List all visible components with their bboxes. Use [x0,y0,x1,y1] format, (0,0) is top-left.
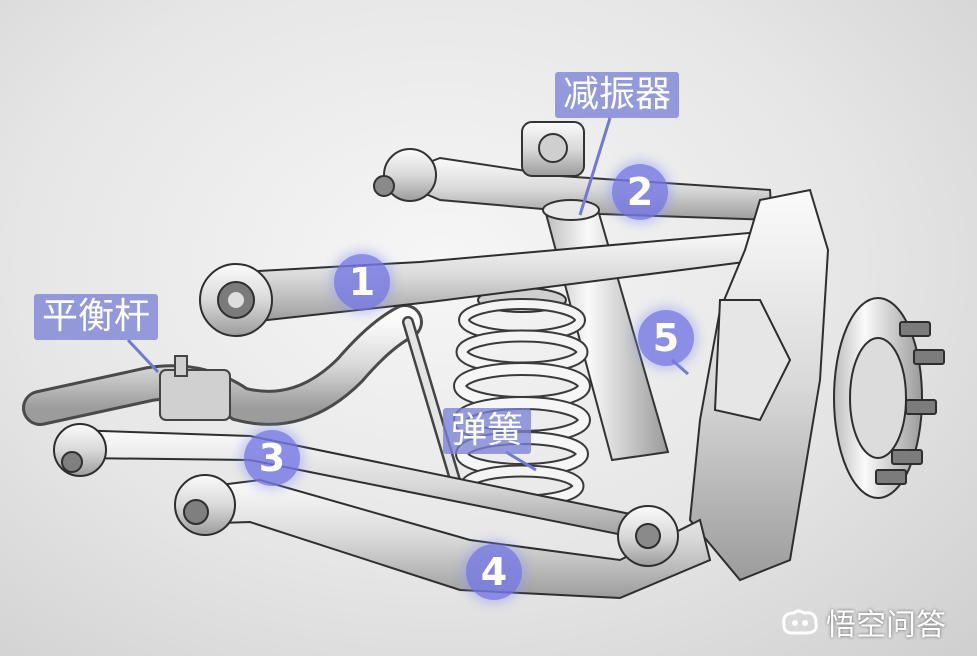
coil-spring [453,287,591,508]
watermark: 悟空问答 [780,600,946,644]
stabilizer-bar-label: 平衡杆 [34,294,159,340]
part-number-badge-2: 2 [612,164,668,220]
wheel-hub [833,297,945,499]
spring-label: 弹簧 [443,408,532,454]
part-number-badge-4: 4 [466,544,522,600]
wheel-knuckle [688,188,830,582]
upper-link-arm [373,121,774,222]
part-number-badge-5: 5 [638,310,694,366]
watermark-text: 悟空问答 [826,608,946,643]
part-number-badge-3: 3 [244,430,300,486]
shock-absorber-label: 减振器 [555,72,680,118]
lower-control-arm [174,474,712,600]
wukong-logo-icon [782,609,818,635]
part-number-badge-1: 1 [334,254,390,310]
upper-control-arm [199,230,778,337]
